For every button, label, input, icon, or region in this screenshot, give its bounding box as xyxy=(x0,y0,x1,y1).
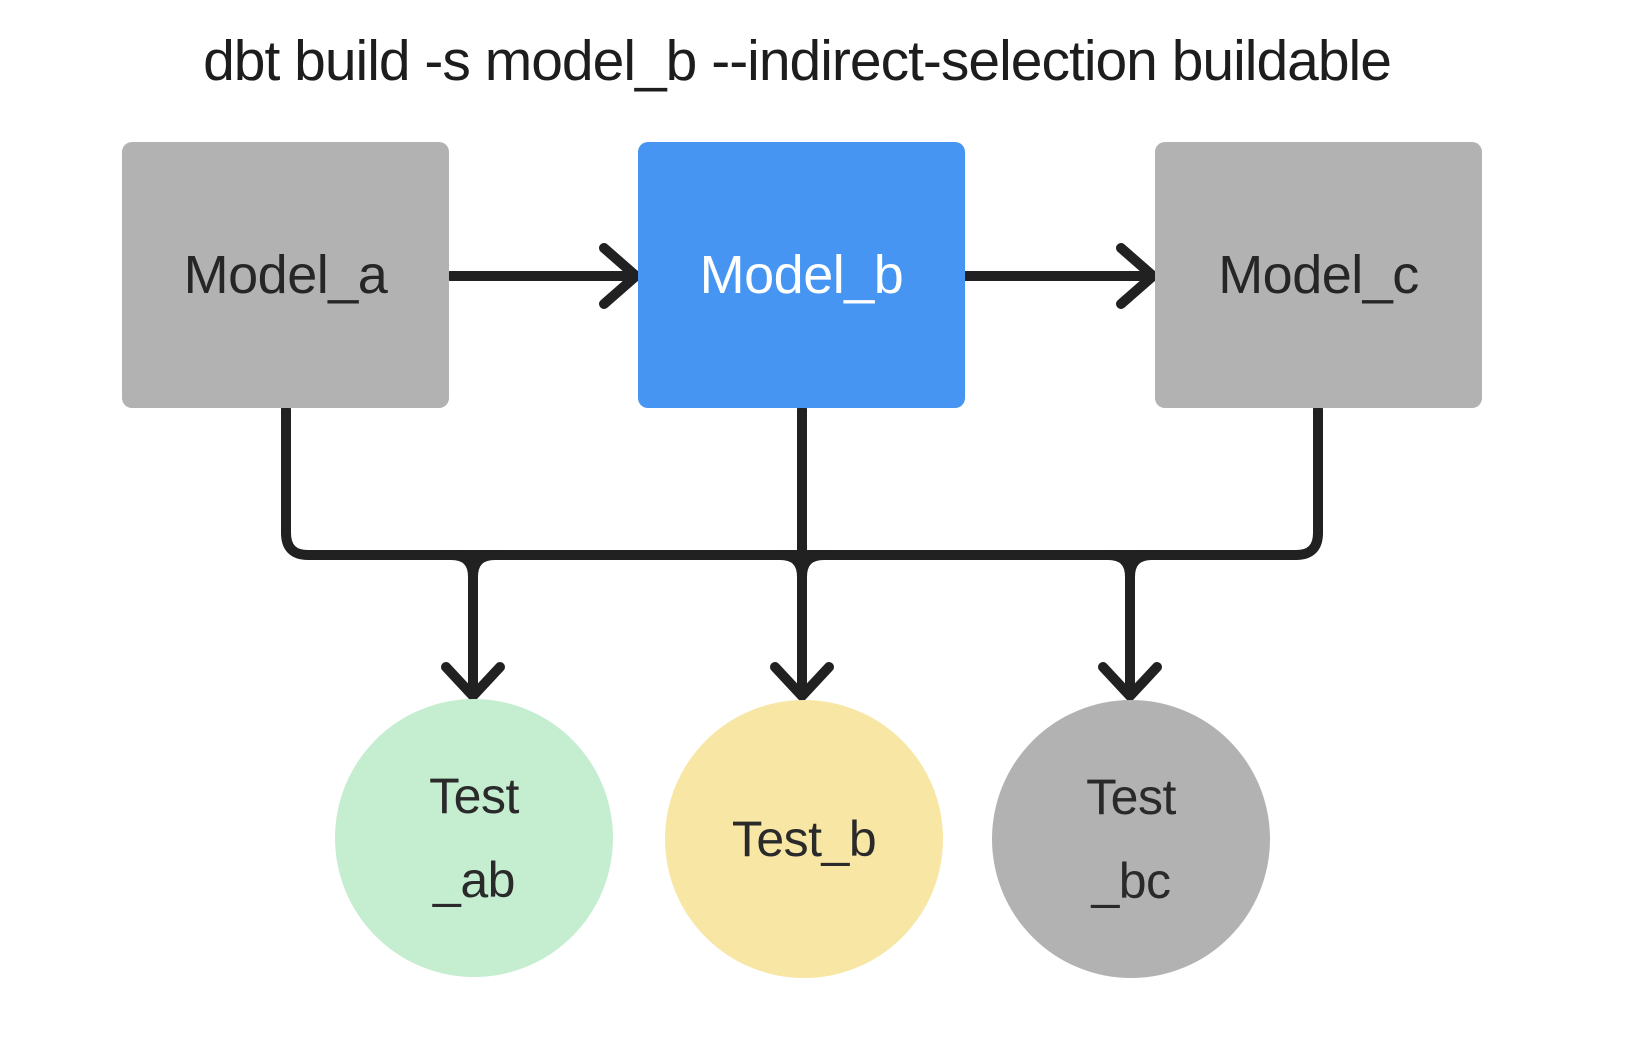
node-test-ab: Test _ab xyxy=(335,699,613,977)
edge-fillet-model-b-right xyxy=(797,550,829,582)
edge-group xyxy=(281,243,1323,701)
node-test-bc: Test _bc xyxy=(992,700,1270,978)
diagram-title: dbt build -s model_b --indirect-selectio… xyxy=(203,29,1392,93)
edge-model-b-to-model-c-arrowhead-icon xyxy=(1116,243,1158,309)
node-model-c-label: Model_c xyxy=(1218,245,1419,305)
node-test-ab-label-line1: Test xyxy=(429,768,519,824)
edge-model-a-to-model-b-arrowhead-icon xyxy=(599,243,641,309)
node-test-b: Test_b xyxy=(665,700,943,978)
node-test-ab-label-line2: _ab xyxy=(433,852,515,908)
arrowhead-test-b-icon xyxy=(770,662,834,701)
node-model-c: Model_c xyxy=(1155,142,1482,408)
node-model-a: Model_a xyxy=(122,142,449,408)
edge-fillet-test-bc-right xyxy=(1125,550,1157,582)
node-model-a-label: Model_a xyxy=(183,245,388,305)
node-test-b-label: Test_b xyxy=(731,811,877,867)
edge-fillet-test-ab-right xyxy=(468,550,500,582)
node-test-bc-label-line2: _bc xyxy=(1091,853,1171,909)
arrowhead-test-bc-icon xyxy=(1098,662,1162,701)
node-model-b: Model_b xyxy=(638,142,965,408)
node-model-b-label: Model_b xyxy=(699,245,904,305)
arrowhead-test-ab-icon xyxy=(441,662,505,701)
node-test-bc-label-line1: Test xyxy=(1086,769,1176,825)
